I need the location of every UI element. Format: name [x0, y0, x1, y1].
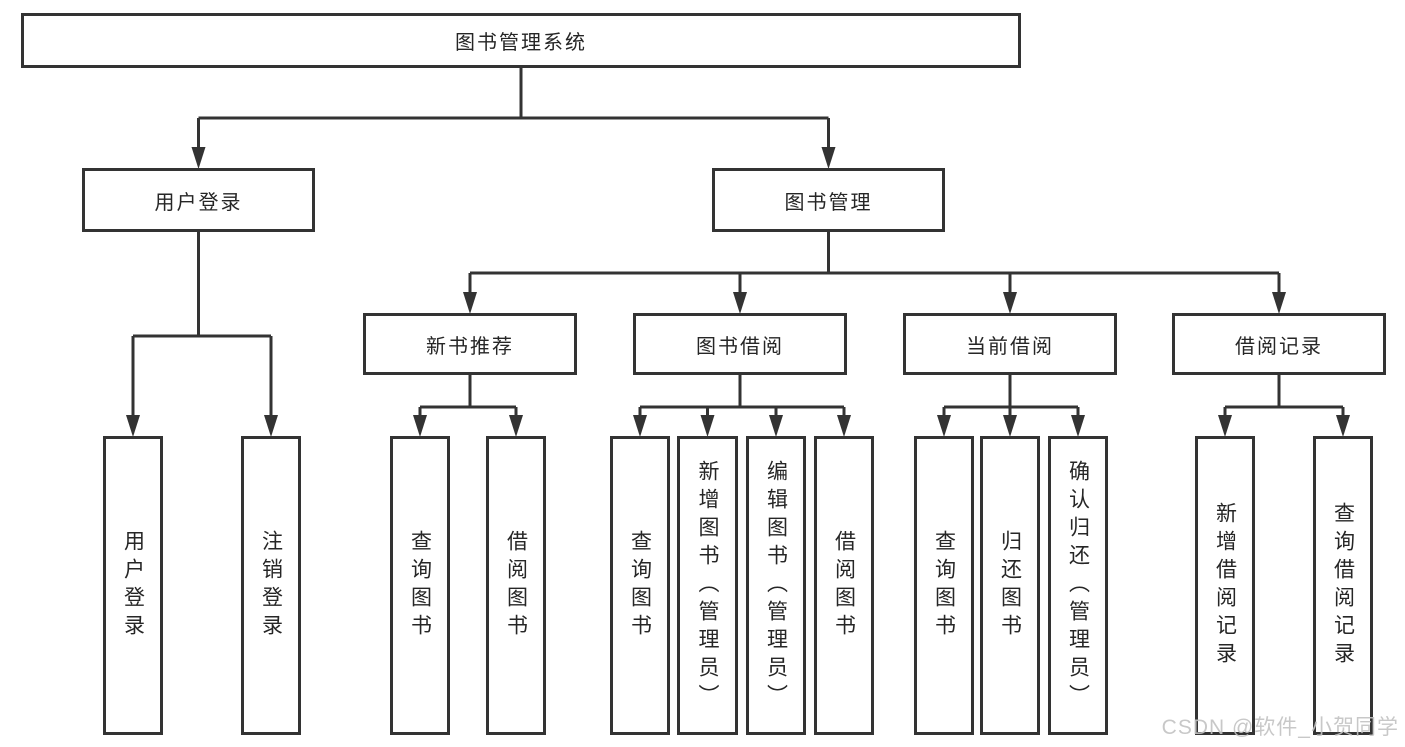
node-label: 新书推荐 — [426, 335, 514, 358]
node-label: 注销登录 — [259, 529, 283, 642]
node-label: 借阅图书 — [832, 529, 856, 642]
connector-book-mgmt-children — [463, 232, 1286, 314]
node-label: 图书管理 — [784, 191, 873, 214]
node-book-borrowing: 图书借阅 — [633, 313, 847, 375]
connector-user-login-children — [126, 232, 278, 437]
node-nbr-query-books: 查询图书 — [390, 436, 450, 735]
node-label: 借阅图书 — [504, 529, 528, 642]
node-label: 新增图书（管理员） — [696, 459, 719, 712]
node-library-management-system: 图书管理系统 — [21, 13, 1021, 68]
node-label: 归还图书 — [998, 529, 1022, 642]
node-cb-return-books: 归还图书 — [980, 436, 1040, 735]
node-label: 确认归还（管理员） — [1066, 459, 1090, 712]
node-user-login-leaf: 用户登录 — [103, 436, 163, 735]
node-current-borrowing: 当前借阅 — [903, 313, 1117, 375]
node-bb-borrow-books: 借阅图书 — [814, 436, 874, 735]
node-label: 图书管理系统 — [455, 32, 587, 54]
node-nbr-borrow-books: 借阅图书 — [486, 436, 546, 735]
node-bb-edit-books-admin: 编辑图书（管理员） — [746, 436, 806, 735]
node-book-management-group: 图书管理 — [712, 168, 945, 232]
connector-borrow-records-children — [1218, 375, 1350, 437]
connector-new-book-rec-children — [413, 375, 523, 437]
node-label: 借阅记录 — [1235, 335, 1323, 358]
connector-current-borrow-children — [937, 375, 1085, 437]
csdn-watermark: CSDN @软件_小贺同学 — [1161, 716, 1399, 739]
node-label: 查询图书 — [628, 529, 652, 642]
node-cb-query-books: 查询图书 — [914, 436, 974, 735]
node-br-query-record: 查询借阅记录 — [1313, 436, 1373, 735]
connector-book-borrow-children — [633, 375, 851, 437]
node-label: 查询图书 — [932, 529, 956, 642]
node-new-book-recommendation: 新书推荐 — [363, 313, 577, 375]
node-label: 图书借阅 — [696, 335, 784, 358]
node-label: 查询借阅记录 — [1331, 501, 1355, 670]
node-label: 新增借阅记录 — [1213, 501, 1237, 670]
connector-root-to-level2 — [191, 68, 836, 169]
node-user-login-group: 用户登录 — [82, 168, 315, 232]
node-label: 查询图书 — [408, 529, 432, 642]
node-label: 当前借阅 — [966, 335, 1054, 358]
node-bb-query-books: 查询图书 — [610, 436, 670, 735]
node-label: 用户登录 — [121, 529, 145, 642]
node-label: 编辑图书（管理员） — [764, 459, 788, 712]
node-br-add-record: 新增借阅记录 — [1195, 436, 1255, 735]
node-cb-confirm-return-admin: 确认归还（管理员） — [1048, 436, 1108, 735]
node-logout-leaf: 注销登录 — [241, 436, 301, 735]
node-label: 用户登录 — [154, 191, 243, 214]
node-bb-add-books-admin: 新增图书（管理员） — [677, 436, 738, 735]
node-borrowing-records: 借阅记录 — [1172, 313, 1386, 375]
